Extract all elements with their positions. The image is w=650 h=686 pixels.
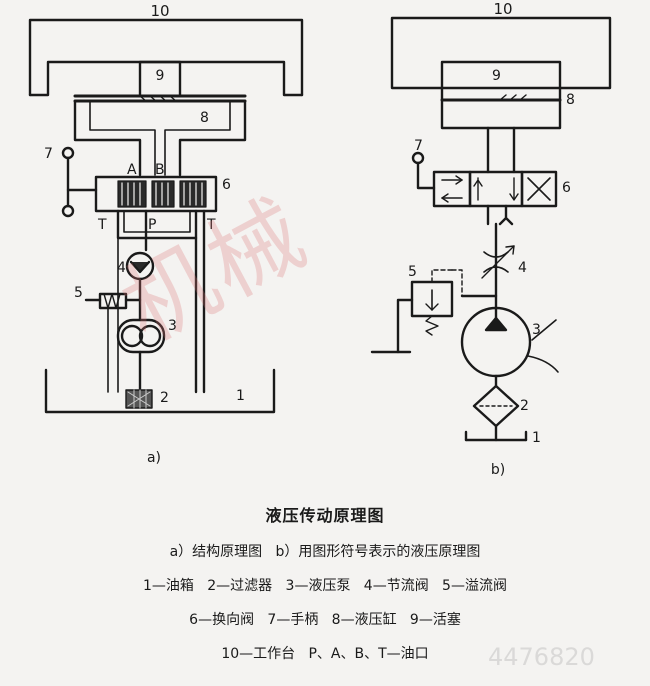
worktable-a: 10 [28,2,304,97]
caption-b: b) [491,462,505,478]
throttle-valve-b: 4 [460,222,527,320]
handle-a: 7 [44,146,98,218]
gear-pump-a: 3 [116,318,177,392]
label-6-a: 6 [222,177,231,193]
label-7-a: 7 [44,146,53,162]
legend-line-1: 1—油箱 2—过滤器 3—液压泵 4—节流阀 5—溢流阀 [143,578,507,594]
label-8-a: 8 [200,110,209,126]
label-1-a: 1 [236,388,245,404]
label-4-b: 4 [518,260,527,276]
figure-title: 液压传动原理图 [265,506,385,525]
label-2-b: 2 [520,398,529,414]
tank-b: 1 [464,430,541,446]
label-5-a: 5 [74,285,83,301]
figure-subtitle: a）结构原理图 b）用图形符号表示的液压原理图 [169,544,481,560]
label-9-a: 9 [156,68,165,84]
throttle-valve-a: 4 [117,251,155,322]
port-t-left-label: T [97,217,107,233]
tank-a: 2 1 [44,368,276,414]
caption-a: a) [147,450,161,466]
port-a-label: A [127,162,137,178]
label-10-a: 10 [150,2,169,20]
pipes-a [116,209,206,394]
piston-a: 9 [73,60,247,103]
cylinder-a: 8 [73,99,247,177]
label-5-b: 5 [408,264,417,280]
label-10-b: 10 [493,0,512,18]
diagram-a: 10 9 8 7 [28,2,304,466]
label-6-b: 6 [562,180,571,196]
legend-line-3: 10—工作台 P、A、B、T—油口 [221,646,429,662]
label-1-b: 1 [532,430,541,446]
diagram-b: 10 9 8 7 6 [370,0,612,478]
relief-valve-b: 5 [370,264,463,354]
port-p-label: P [148,217,156,233]
filter-b: 2 [472,384,529,442]
pump-b: 3 [460,306,559,388]
label-9-b: 9 [492,68,501,84]
label-7-b: 7 [414,138,423,154]
directional-valve-b: 6 [432,170,571,226]
label-3-b: 3 [532,322,541,338]
label-2-a: 2 [160,390,169,406]
label-4-a: 4 [117,260,126,276]
cylinder-b: 9 8 [440,60,575,174]
directional-valve-a: A B P T T 6 [94,162,231,233]
handle-b: 7 [411,138,436,190]
port-b-label: B [155,162,165,178]
legend-line-2: 6—换向阀 7—手柄 8—液压缸 9—活塞 [189,612,461,628]
label-8-b: 8 [566,92,575,108]
worktable-b: 10 [390,0,612,90]
label-3-a: 3 [168,318,177,334]
relief-valve-a: 5 [74,285,142,393]
port-t-right-label: T [206,217,216,233]
